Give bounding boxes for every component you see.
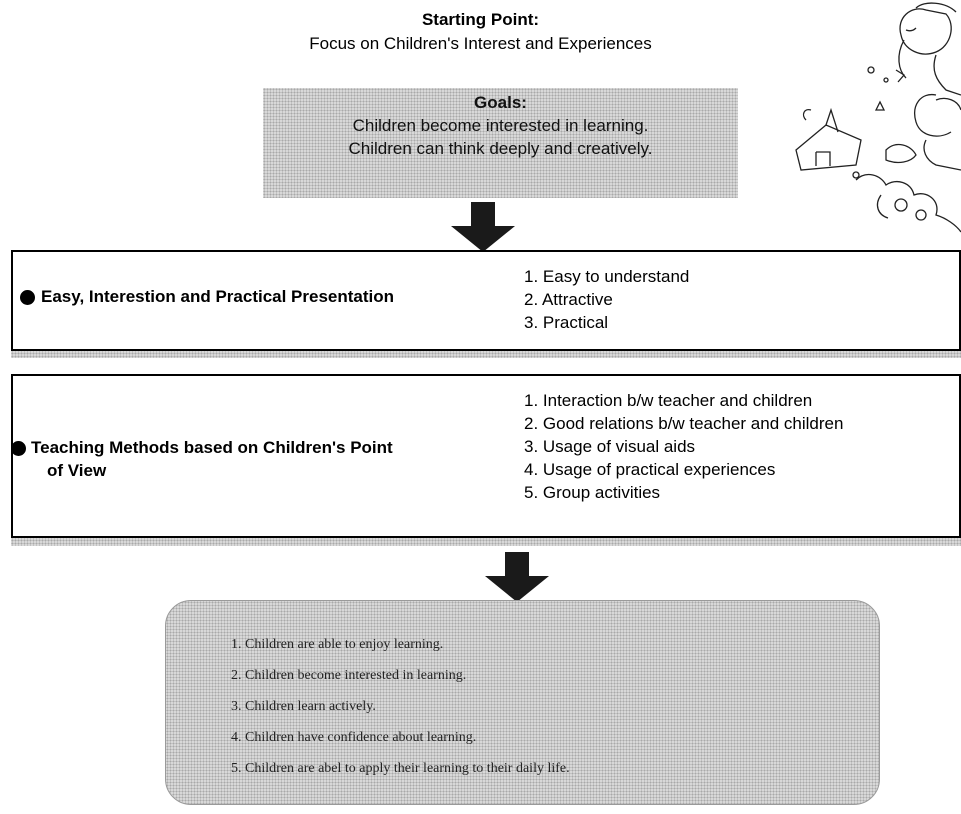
outcomes-list: 1. Children are able to enjoy learning. … [231, 629, 570, 784]
panel-shadow [11, 536, 961, 546]
methods-title-line2: of View [47, 461, 107, 480]
goals-line: Children can think deeply and creatively… [348, 139, 653, 158]
starting-point-heading: Starting Point: [421, 10, 540, 29]
down-arrow-icon [451, 202, 515, 252]
presentation-panel: Easy, Interestion and Practical Presenta… [11, 250, 961, 351]
list-item: 1. Easy to understand [524, 267, 690, 286]
methods-title-line1: Teaching Methods based on Children's Poi… [31, 438, 393, 457]
list-item: 4. Children have confidence about learni… [231, 730, 477, 745]
list-item: 4. Usage of practical experiences [524, 460, 776, 479]
goals-line: Children become interested in learning. [352, 116, 649, 135]
children-illustration [795, 2, 961, 233]
list-item: 2. Attractive [524, 290, 613, 309]
list-item: 3. Children learn actively. [231, 699, 376, 714]
list-item: 3. Practical [524, 313, 609, 332]
list-item: 2. Children become interested in learnin… [231, 668, 467, 683]
bullet-icon [20, 290, 35, 305]
down-arrow-icon [485, 552, 549, 602]
list-item: 2. Good relations b/w teacher and childr… [524, 414, 844, 433]
list-item: 5. Group activities [524, 483, 661, 502]
teaching-methods-panel: Teaching Methods based on Children's Poi… [11, 374, 961, 538]
list-item: 1. Interaction b/w teacher and children [524, 391, 813, 410]
list-item: 1. Children are able to enjoy learning. [231, 637, 444, 652]
starting-point-subtitle: Focus on Children's Interest and Experie… [309, 34, 652, 53]
panel-shadow [11, 349, 961, 358]
list-item: 3. Usage of visual aids [524, 437, 696, 456]
methods-list: 1. Interaction b/w teacher and children … [524, 389, 843, 504]
goals-box: Goals: Children become interested in lea… [263, 88, 738, 198]
goals-title: Goals: [474, 93, 527, 112]
presentation-title: Easy, Interestion and Practical Presenta… [41, 287, 395, 306]
list-item: 5. Children are abel to apply their lear… [231, 761, 570, 776]
bullet-icon [11, 441, 26, 456]
outcomes-box: 1. Children are able to enjoy learning. … [165, 600, 880, 805]
presentation-list: 1. Easy to understand 2. Attractive 3. P… [524, 265, 689, 334]
